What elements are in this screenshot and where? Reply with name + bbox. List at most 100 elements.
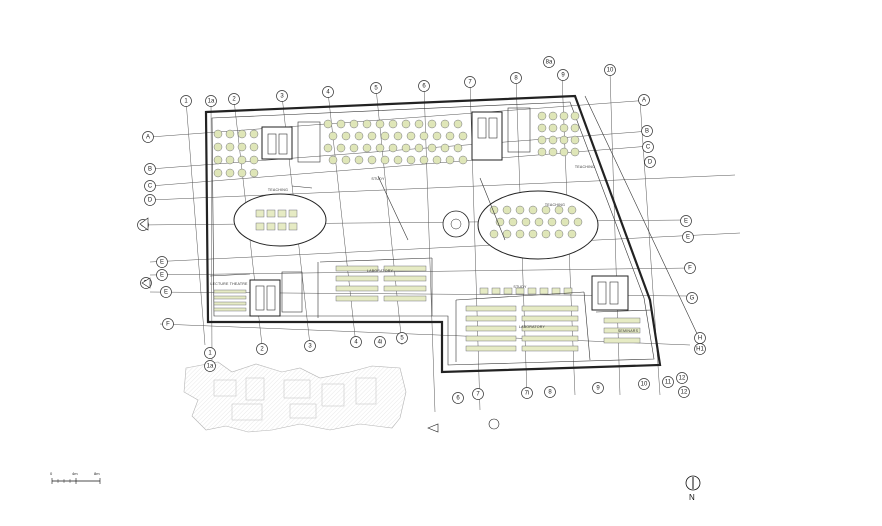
- lab-bench: [503, 287, 513, 295]
- lab-bench: [465, 335, 517, 342]
- grid-bubble-top-10: 9: [557, 69, 569, 81]
- grid-bubble-top-5: 5: [370, 82, 382, 94]
- grid-bubble-right-1: B: [641, 125, 653, 137]
- svg-text:8a: 8a: [546, 59, 553, 65]
- round-table: [560, 217, 570, 227]
- round-table: [249, 168, 259, 178]
- lab-bench: [213, 307, 247, 312]
- partitions: [209, 175, 653, 362]
- lab-bench: [213, 295, 247, 300]
- svg-text:6: 6: [456, 395, 460, 401]
- svg-text:H1: H1: [696, 346, 704, 352]
- round-table: [354, 131, 364, 141]
- round-table: [559, 135, 569, 145]
- round-table: [440, 119, 450, 129]
- desk: [266, 209, 276, 218]
- svg-text:11: 11: [665, 379, 672, 385]
- stair-core-sw: [249, 279, 281, 317]
- round-table: [380, 155, 390, 165]
- round-table: [393, 155, 403, 165]
- svg-text:A: A: [642, 97, 646, 103]
- round-table: [554, 205, 564, 215]
- round-table: [419, 155, 429, 165]
- label-teaching-nw: TEACHING: [268, 188, 288, 192]
- lab-bench: [521, 305, 579, 312]
- grid-bubble-left-5: E: [156, 256, 168, 268]
- grid-bubble-top-9: 8a: [543, 56, 555, 68]
- svg-text:8: 8: [548, 389, 552, 395]
- grid-bubble-top-4: 4: [322, 86, 334, 98]
- round-table: [541, 229, 551, 239]
- grid-lines: [139, 71, 741, 413]
- lab-bench: [335, 265, 379, 272]
- grid-bubble-bottom-10: 8: [544, 386, 556, 398]
- round-table: [225, 155, 235, 165]
- grid-bubble-top-6: 6: [418, 80, 430, 92]
- round-table: [362, 143, 372, 153]
- lab-bench: [603, 337, 641, 344]
- svg-text:H: H: [698, 335, 702, 341]
- grid-bubble-right-10: 12: [678, 386, 690, 398]
- grid-bubble-bottom-5: 4i: [374, 336, 386, 348]
- grid-bubble-right-8: H: [694, 332, 706, 344]
- round-table: [341, 155, 351, 165]
- lab-bench: [521, 315, 579, 322]
- round-table: [548, 135, 558, 145]
- round-table: [323, 119, 333, 129]
- round-table: [237, 155, 247, 165]
- svg-text:9: 9: [596, 385, 600, 391]
- round-table: [521, 217, 531, 227]
- grid-bubble-bottom-13: 11: [662, 376, 674, 388]
- label-laboratory-e: LABORATORY: [519, 325, 546, 329]
- svg-text:4: 4: [354, 339, 358, 345]
- round-table: [445, 155, 455, 165]
- round-table: [559, 111, 569, 121]
- lab-bench: [465, 305, 517, 312]
- lab-bench: [563, 287, 573, 295]
- round-table: [388, 143, 398, 153]
- svg-text:1: 1: [184, 98, 188, 104]
- grid-bubble-top-1: 1a: [205, 95, 217, 107]
- round-table: [508, 217, 518, 227]
- svg-text:C: C: [148, 183, 153, 189]
- section-markers: [139, 217, 500, 433]
- lab-bench: [213, 289, 247, 294]
- round-table: [401, 119, 411, 129]
- grid-bubble-right-7: G: [686, 292, 698, 304]
- round-table: [336, 119, 346, 129]
- north-label: N: [689, 493, 695, 502]
- round-table: [537, 135, 547, 145]
- lab-bench: [603, 317, 641, 324]
- lab-bench: [479, 287, 489, 295]
- svg-text:10: 10: [607, 67, 614, 73]
- scale-label-8m: 8m: [94, 471, 100, 476]
- round-table: [388, 119, 398, 129]
- round-table: [453, 143, 463, 153]
- round-table: [559, 123, 569, 133]
- round-table: [354, 155, 364, 165]
- scale-label-0: 0: [50, 471, 53, 476]
- lab-bench: [521, 325, 579, 332]
- grid-bubble-bottom-0: 1: [204, 347, 216, 359]
- svg-text:5: 5: [400, 335, 404, 341]
- grid-bubble-bottom-3: 3: [304, 340, 316, 352]
- svg-text:8: 8: [514, 75, 518, 81]
- round-table: [502, 229, 512, 239]
- svg-text:3: 3: [308, 343, 312, 349]
- lab-bench: [465, 325, 517, 332]
- lab-bench: [603, 327, 641, 334]
- lab-bench: [213, 301, 247, 306]
- round-table: [213, 129, 223, 139]
- grid-bubble-left-9: F: [162, 318, 174, 330]
- room-labels: TEACHING TEACHING STUDY TEACHING LECTURE…: [210, 165, 638, 333]
- round-table: [406, 155, 416, 165]
- grid-bubble-left-1: B: [144, 163, 156, 175]
- svg-text:D: D: [648, 159, 653, 165]
- stair-core-se: [591, 275, 629, 311]
- grid-bubble-top-2: 2: [228, 93, 240, 105]
- round-table: [328, 131, 338, 141]
- round-table: [453, 119, 463, 129]
- svg-text:B: B: [148, 166, 152, 172]
- round-table: [537, 123, 547, 133]
